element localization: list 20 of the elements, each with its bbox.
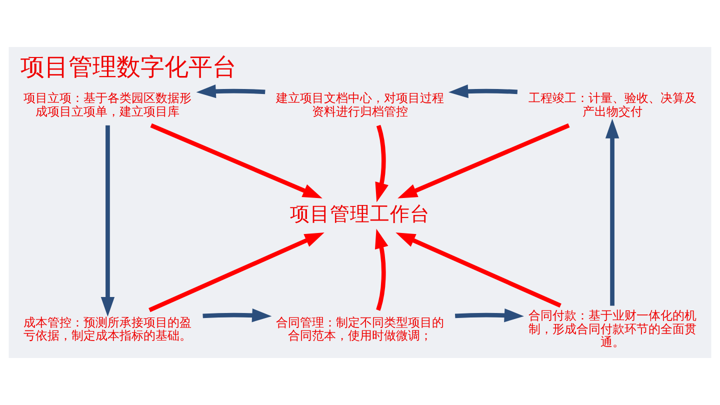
arrow	[196, 84, 266, 98]
arrow	[398, 123, 570, 198]
arrow	[454, 308, 524, 322]
node-text: 成本管控：预测所承接项目的盈亏依据，制定成本指标的基础。	[24, 315, 192, 342]
arrow	[374, 228, 388, 311]
arrow	[375, 124, 388, 202]
node-text: 合同管理：制定不同类型项目的合同范本，使用时做微调；	[276, 315, 444, 342]
arrow	[100, 125, 115, 317]
arrow	[148, 232, 324, 312]
node-text: 工程竣工：计量、验收、决算及产出物交付	[528, 91, 696, 118]
arrow	[605, 118, 620, 306]
arrow	[448, 84, 518, 98]
arrow	[150, 123, 322, 198]
arrow	[396, 232, 562, 308]
node-text: 项目立项：基于各类园区数据形成项目立项单，建立项目库	[24, 91, 192, 118]
diagram-title: 项目管理数字化平台	[20, 52, 236, 81]
node-text: 合同付款：基于业财一体化的机制，形成合同付款环节的全面贯通。	[528, 308, 696, 349]
node-text: 建立项目文档中心，对项目过程资料进行归档管控	[276, 91, 444, 118]
arrow	[202, 308, 272, 322]
node-text: 项目管理工作台	[290, 202, 430, 226]
